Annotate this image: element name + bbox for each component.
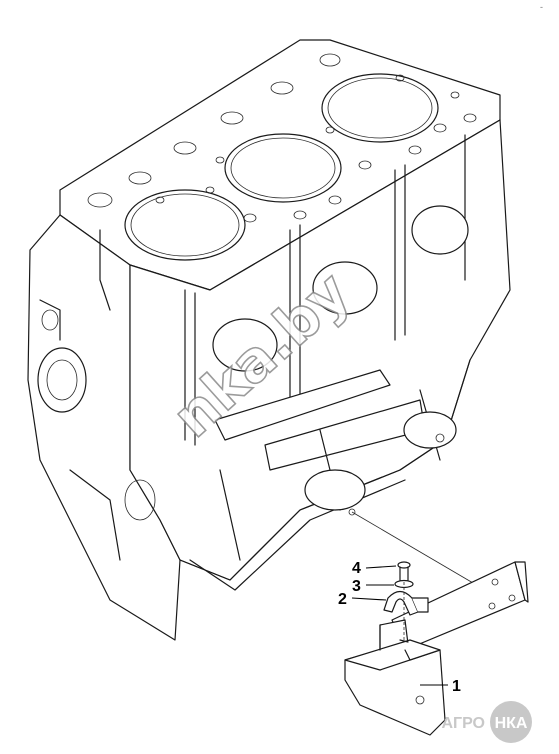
callout-1: 1 — [420, 678, 461, 695]
agronka-logo: АГРО НКА — [441, 701, 532, 743]
svg-text:1: 1 — [452, 678, 461, 695]
callout-2: 2 — [338, 591, 387, 608]
svg-text:НКА: НКА — [495, 715, 528, 732]
pipe-clamp — [383, 590, 429, 616]
svg-text:2: 2 — [338, 591, 347, 608]
svg-text:3: 3 — [352, 578, 361, 595]
cylinder-block — [27, 39, 511, 641]
svg-text:АГРО: АГРО — [441, 715, 485, 732]
callout-4: 4 — [352, 560, 397, 577]
callout-3: 3 — [352, 578, 394, 595]
assembly-line — [351, 511, 486, 591]
page-mark: - — [540, 2, 543, 12]
svg-text:4: 4 — [352, 560, 361, 577]
bolt — [397, 561, 411, 640]
mounting-bracket — [344, 561, 529, 736]
